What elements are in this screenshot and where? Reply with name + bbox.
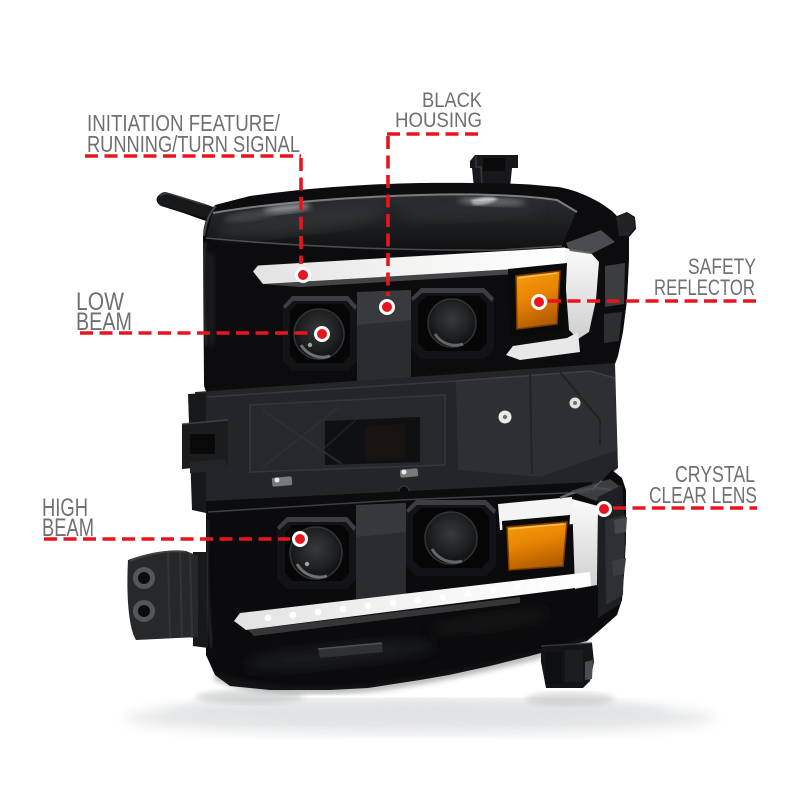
svg-text:BEAM: BEAM xyxy=(42,514,94,542)
svg-text:REFLECTOR: REFLECTOR xyxy=(654,275,755,300)
svg-text:INITIATION FEATURE/: INITIATION FEATURE/ xyxy=(87,110,280,136)
svg-text:HIGH: HIGH xyxy=(42,494,88,522)
svg-text:CLEAR LENS: CLEAR LENS xyxy=(649,482,757,508)
svg-text:LOW: LOW xyxy=(76,288,124,316)
svg-text:SAFETY: SAFETY xyxy=(688,254,756,279)
svg-text:RUNNING/TURN SIGNAL: RUNNING/TURN SIGNAL xyxy=(87,131,300,157)
svg-text:HOUSING: HOUSING xyxy=(395,109,482,132)
svg-text:BEAM: BEAM xyxy=(76,308,132,336)
svg-text:BLACK: BLACK xyxy=(422,89,482,112)
svg-text:CRYSTAL: CRYSTAL xyxy=(675,461,755,487)
